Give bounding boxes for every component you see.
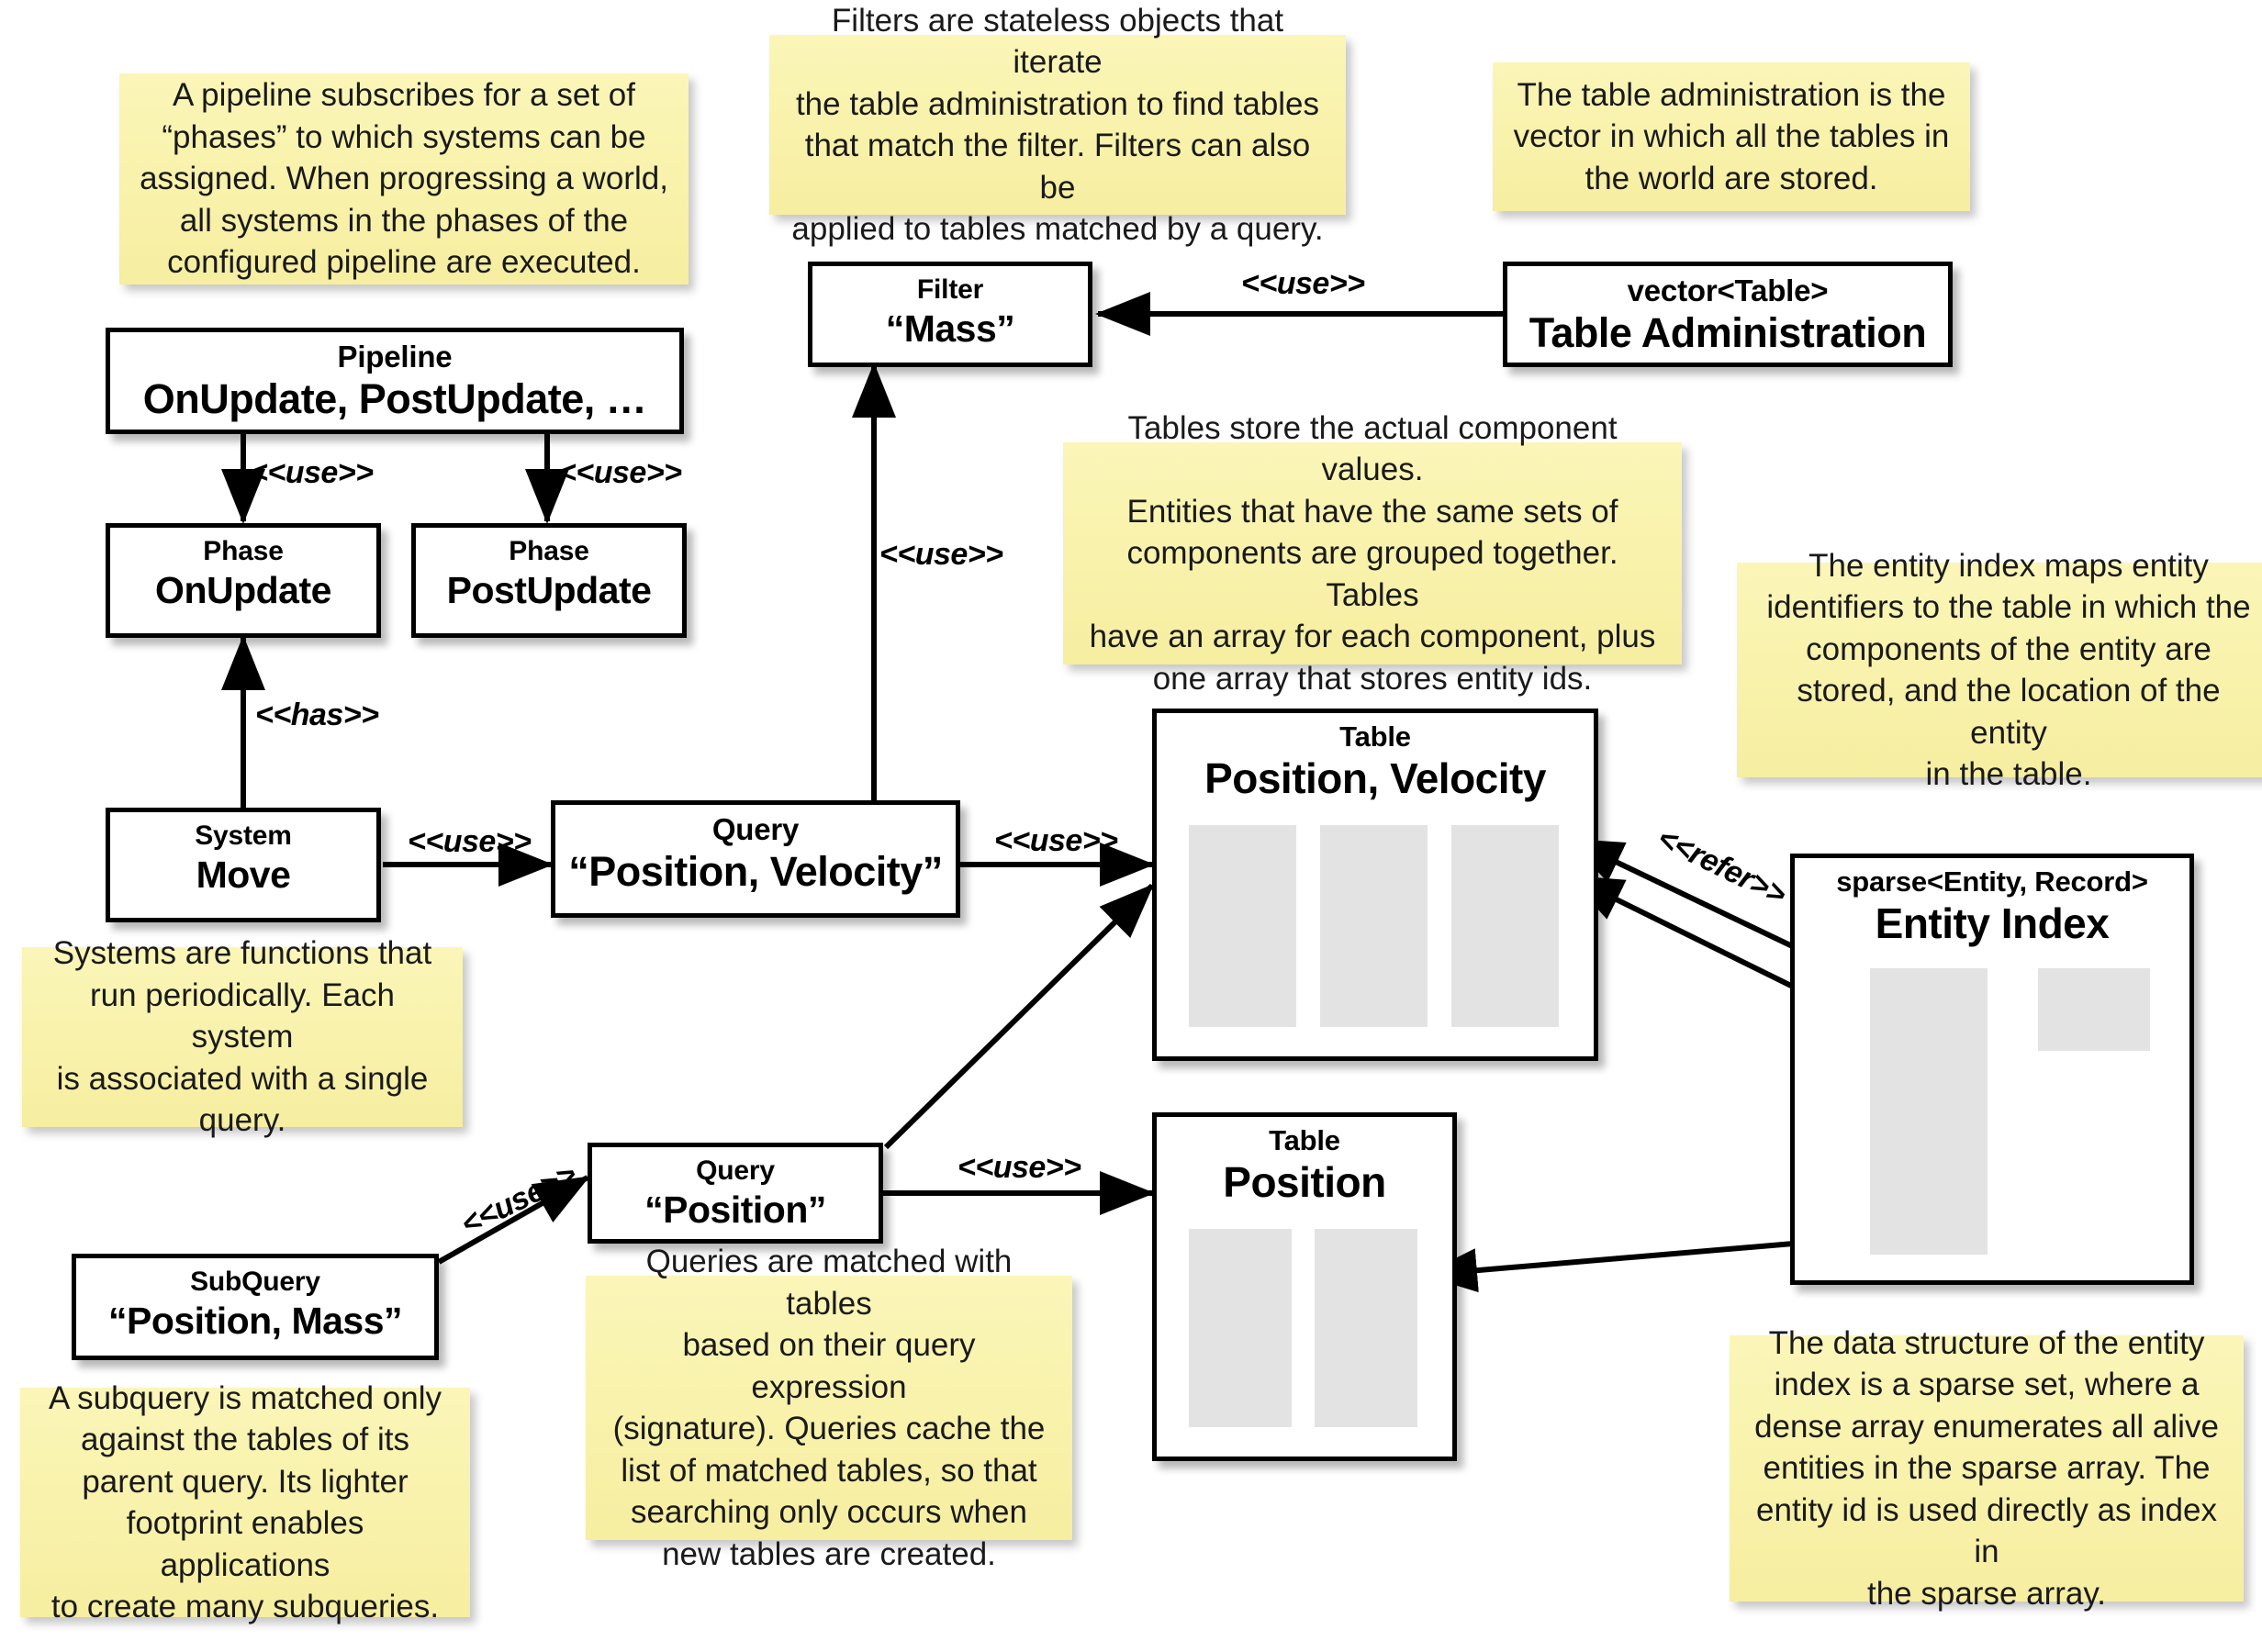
box-query-position-name: “Position” — [644, 1188, 826, 1231]
box-table-administration-name: Table Administration — [1529, 308, 1927, 356]
box-subquery-name: “Position, Mass” — [107, 1299, 403, 1342]
box-phase-onupdate-stereotype: Phase — [203, 536, 284, 566]
box-table-pv-stereotype: Table — [1339, 720, 1411, 753]
box-table-position-stereotype: Table — [1269, 1124, 1340, 1156]
edge-label-entityindex-refer: <<refer>> — [1652, 820, 1792, 913]
note-filters: Filters are stateless objects that itera… — [769, 3, 1346, 247]
box-filter-mass[interactable]: Filter “Mass” — [808, 262, 1092, 367]
box-filter-name: “Mass” — [885, 307, 1015, 350]
sparse-array-block — [1870, 968, 1988, 1255]
box-entity-index-name: Entity Index — [1875, 899, 2110, 947]
edge-label-tableadmin-filter: <<use>> — [1241, 266, 1365, 301]
note-table-administration: The table administration is the vector i… — [1493, 62, 1970, 211]
note-sparse-set: The data structure of the entity index i… — [1730, 1325, 2244, 1612]
box-query-position-velocity[interactable]: Query “Position, Velocity” — [551, 800, 960, 918]
box-subquery-stereotype: SubQuery — [190, 1267, 320, 1297]
box-table-pv-name: Position, Velocity — [1204, 753, 1546, 802]
box-system-move-name: Move — [196, 853, 291, 896]
box-table-position[interactable]: Table Position — [1152, 1112, 1457, 1461]
note-entity-index: The entity index maps entity identifiers… — [1737, 548, 2262, 792]
box-entity-index[interactable]: sparse<Entity, Record> Entity Index — [1790, 854, 2194, 1285]
connector-queryposition-to-table-pv — [883, 883, 1155, 1150]
note-tables: Tables store the actual component values… — [1063, 410, 1682, 697]
box-phase-postupdate[interactable]: Phase PostUpdate — [411, 523, 687, 638]
dense-array-block — [2038, 968, 2150, 1051]
box-pipeline-stereotype: Pipeline — [337, 340, 453, 374]
edge-label-query-tablepv: <<use>> — [994, 823, 1118, 858]
box-entity-index-stereotype: sparse<Entity, Record> — [1836, 865, 2148, 898]
box-system-move-stereotype: System — [195, 820, 292, 851]
edge-label-pipeline-postupdate: <<use>> — [558, 455, 682, 490]
note-queries: Queries are matched with tables based on… — [586, 1244, 1072, 1572]
note-pipeline: A pipeline subscribes for a set of “phas… — [119, 73, 689, 285]
table-column-block — [1320, 825, 1428, 1027]
box-query-position-velocity-stereotype: Query — [711, 812, 800, 846]
edge-label-subquery-queryposition: <<use>> — [455, 1156, 582, 1243]
box-table-position-name: Position — [1223, 1157, 1386, 1206]
box-table-administration[interactable]: vector<Table> Table Administration — [1503, 262, 1953, 367]
box-query-position-stereotype: Query — [696, 1155, 775, 1186]
box-table-position-velocity[interactable]: Table Position, Velocity — [1152, 709, 1598, 1061]
table-column-block — [1189, 1229, 1292, 1427]
box-phase-onupdate[interactable]: Phase OnUpdate — [106, 523, 381, 638]
edge-label-query-filter: <<use>> — [879, 537, 1003, 572]
box-phase-postupdate-name: PostUpdate — [446, 568, 652, 611]
box-filter-stereotype: Filter — [916, 274, 984, 305]
note-systems: Systems are functions that run periodica… — [22, 935, 463, 1138]
box-system-move[interactable]: System Move — [106, 808, 381, 922]
note-subquery: A subquery is matched only against the t… — [20, 1380, 470, 1624]
edge-label-system-query: <<use>> — [408, 824, 532, 859]
box-query-position-velocity-name: “Position, Velocity” — [568, 847, 943, 895]
edge-label-system-phase: <<has>> — [255, 698, 379, 732]
table-column-block — [1451, 825, 1559, 1027]
box-table-administration-stereotype: vector<Table> — [1627, 273, 1829, 307]
box-pipeline-name: OnUpdate, PostUpdate, … — [142, 374, 647, 422]
table-column-block — [1315, 1229, 1417, 1427]
table-column-block — [1189, 825, 1296, 1027]
box-phase-onupdate-name: OnUpdate — [155, 568, 331, 611]
edge-label-pipeline-onupdate: <<use>> — [250, 455, 374, 490]
box-phase-postupdate-stereotype: Phase — [509, 536, 589, 566]
box-query-position[interactable]: Query “Position” — [588, 1143, 883, 1244]
edge-label-queryposition-tableposition: <<use>> — [957, 1150, 1081, 1185]
box-pipeline[interactable]: Pipeline OnUpdate, PostUpdate, … — [106, 328, 684, 434]
box-subquery-position-mass[interactable]: SubQuery “Position, Mass” — [72, 1254, 439, 1360]
